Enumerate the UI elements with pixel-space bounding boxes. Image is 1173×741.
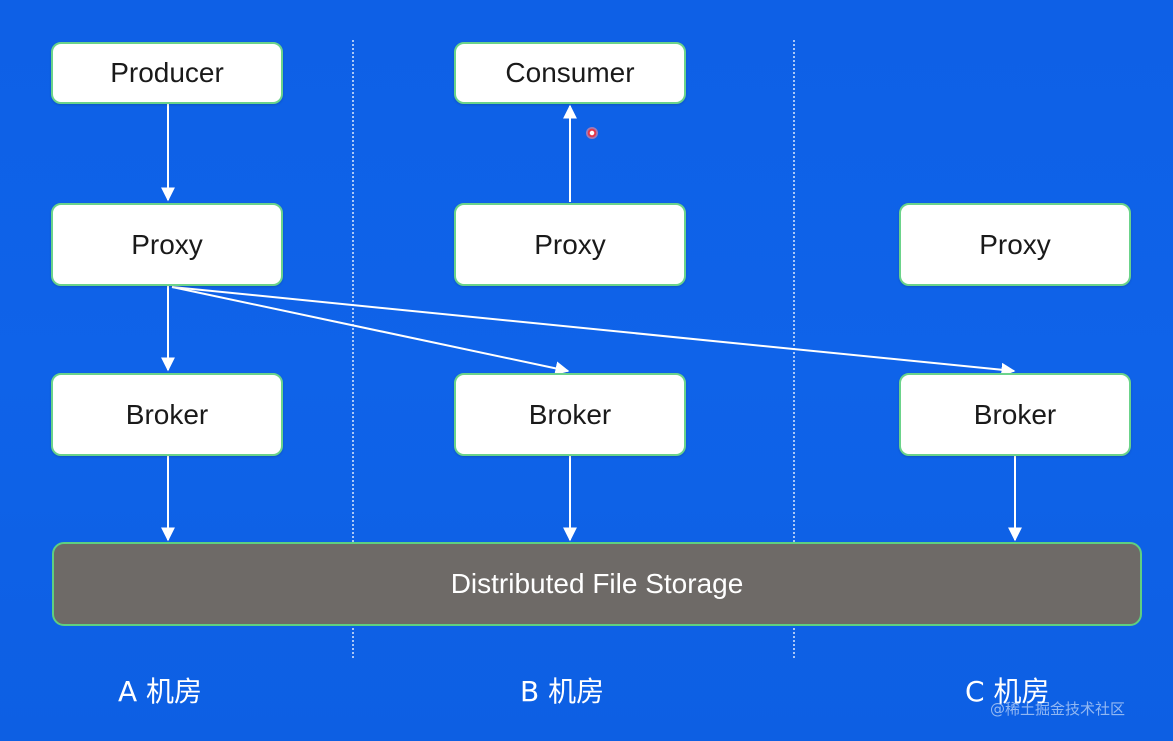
proxy-b-node: Proxy (454, 203, 686, 286)
watermark: @稀土掘金技术社区 (990, 700, 1126, 718)
producer-node: Producer (51, 42, 283, 104)
proxy-a-node: Proxy (51, 203, 283, 286)
proxy-c-node: Proxy (899, 203, 1131, 286)
distributed-file-storage: Distributed File Storage (52, 542, 1142, 626)
arrow-proxy-a-to-broker-c (171, 286, 1016, 377)
room-a-label: A 机房 (118, 675, 203, 708)
consumer-node: Consumer (454, 42, 686, 104)
broker-a-node: Broker (51, 373, 283, 456)
room-c-label: C 机房 (965, 675, 1050, 708)
broker-b-node: Broker (454, 373, 686, 456)
room-b-label: B 机房 (520, 675, 605, 708)
arrow-proxy-a-to-broker-b (171, 286, 570, 376)
pointer-cursor-icon (586, 127, 598, 139)
broker-c-node: Broker (899, 373, 1131, 456)
